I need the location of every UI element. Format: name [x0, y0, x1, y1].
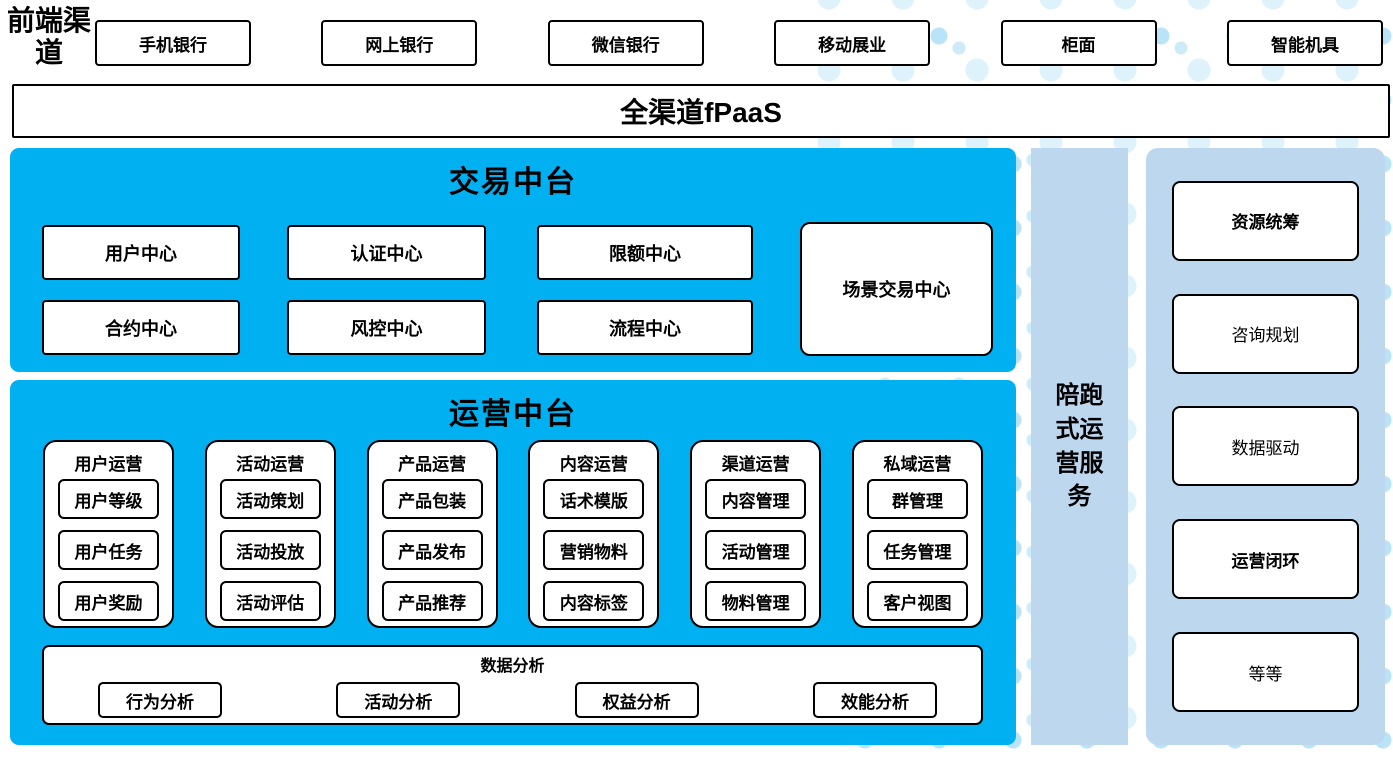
user-center-box: 用户中心 — [42, 225, 240, 280]
group-item: 内容管理 — [705, 479, 807, 519]
group-item: 产品推荐 — [381, 581, 483, 621]
right-item-data-driven: 数据驱动 — [1172, 406, 1359, 487]
channel-smart-machine: 智能机具 — [1226, 20, 1383, 66]
transaction-platform-panel: 交易中台 用户中心 认证中心 限额中心 合约中心 风控中心 流程中心 场景交易中… — [10, 148, 1016, 372]
channel-counter: 柜面 — [1000, 20, 1157, 66]
group-private-domain-operation: 私域运营 群管理 任务管理 客户视图 — [851, 440, 983, 628]
group-item: 物料管理 — [705, 581, 807, 621]
right-item-consulting-planning: 咨询规划 — [1172, 293, 1359, 374]
auth-center-box: 认证中心 — [287, 225, 486, 280]
accompany-operation-service-label: 陪跑式运营服务 — [1055, 382, 1104, 511]
fpaas-bar: 全渠道fPaaS — [12, 84, 1390, 138]
group-item: 内容标签 — [543, 581, 645, 621]
group-activity-operation: 活动运营 活动策划 活动投放 活动评估 — [204, 440, 336, 628]
group-title: 产品运营 — [398, 455, 467, 474]
channel-online-banking: 网上银行 — [321, 20, 478, 66]
channel-wechat-banking: 微信银行 — [547, 20, 704, 66]
group-title: 用户运营 — [74, 455, 143, 474]
front-channels-row: 手机银行 网上银行 微信银行 移动展业 柜面 智能机具 — [95, 20, 1383, 66]
group-item: 用户奖励 — [58, 581, 159, 621]
group-item: 产品发布 — [381, 530, 483, 570]
group-item: 任务管理 — [866, 530, 968, 570]
group-item: 营销物料 — [543, 530, 645, 570]
group-item: 产品包装 — [381, 479, 483, 519]
group-item: 客户视图 — [866, 581, 968, 621]
group-item: 活动策划 — [219, 479, 321, 519]
group-title: 渠道运营 — [721, 455, 790, 474]
group-item: 话术模版 — [543, 479, 645, 519]
right-service-panel: 资源统筹 咨询规划 数据驱动 运营闭环 等等 — [1146, 148, 1385, 745]
accompany-operation-service-strip: 陪跑式运营服务 — [1031, 148, 1128, 745]
operation-platform-title: 运营中台 — [449, 398, 577, 431]
group-item: 活动投放 — [219, 530, 321, 570]
right-item-operation-loop: 运营闭环 — [1172, 519, 1359, 600]
group-item: 活动管理 — [705, 530, 807, 570]
analysis-item-activity: 活动分析 — [336, 682, 461, 718]
group-item: 群管理 — [866, 479, 968, 519]
right-item-etc: 等等 — [1172, 632, 1359, 713]
scene-transaction-center-box: 场景交易中心 — [800, 222, 993, 356]
data-analysis-title: 数据分析 — [480, 658, 545, 675]
operation-groups-row: 用户运营 用户等级 用户任务 用户奖励 活动运营 活动策划 活动投放 活动评估 … — [43, 440, 983, 628]
group-item: 活动评估 — [219, 581, 321, 621]
front-channels-label: 前端渠道 — [6, 6, 91, 70]
data-analysis-box: 数据分析 行为分析 活动分析 权益分析 效能分析 — [42, 645, 983, 725]
group-title: 内容运营 — [559, 455, 628, 474]
operation-platform-panel: 运营中台 用户运营 用户等级 用户任务 用户奖励 活动运营 活动策划 活动投放 … — [10, 380, 1016, 745]
analysis-item-rights: 权益分析 — [574, 682, 699, 718]
group-item: 用户任务 — [58, 530, 159, 570]
limit-center-box: 限额中心 — [537, 225, 753, 280]
process-center-box: 流程中心 — [537, 300, 753, 355]
channel-mobile-banking: 手机银行 — [95, 20, 251, 66]
group-user-operation: 用户运营 用户等级 用户任务 用户奖励 — [43, 440, 174, 628]
group-title: 私域运营 — [883, 455, 952, 474]
group-title: 活动运营 — [236, 455, 305, 474]
analysis-item-efficiency: 效能分析 — [812, 682, 937, 718]
group-content-operation: 内容运营 话术模版 营销物料 内容标签 — [528, 440, 660, 628]
group-channel-operation: 渠道运营 内容管理 活动管理 物料管理 — [690, 440, 822, 628]
transaction-platform-title: 交易中台 — [449, 166, 577, 199]
group-item: 用户等级 — [58, 479, 159, 519]
contract-center-box: 合约中心 — [42, 300, 240, 355]
analysis-item-behavior: 行为分析 — [98, 682, 222, 718]
right-item-resource-planning: 资源统筹 — [1172, 180, 1359, 261]
group-product-operation: 产品运营 产品包装 产品发布 产品推荐 — [366, 440, 498, 628]
channel-mobile-showcase: 移动展业 — [774, 20, 931, 66]
risk-center-box: 风控中心 — [287, 300, 486, 355]
